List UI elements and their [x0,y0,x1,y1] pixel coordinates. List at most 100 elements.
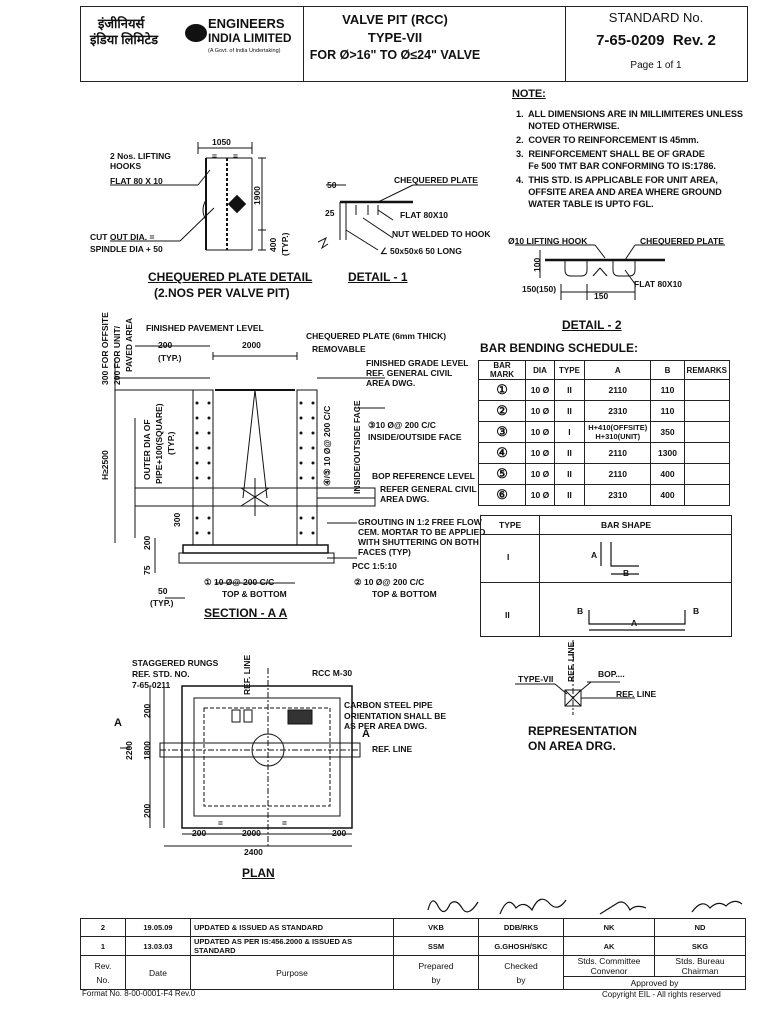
section-fgl-3: AREA DWG. [366,378,416,388]
dim-equal: = [212,151,217,161]
section-aa-drawing [114,345,385,599]
section-bar3: ③10 Ø@ 200 C/C [368,420,436,430]
bbs-col-type: TYPE [553,360,586,380]
bureau-1: Stds. Bureau [675,956,725,966]
plan-pipe-2: ORIENTATION SHALL BE [344,711,446,721]
section-dim-75: 75 [142,565,152,575]
bar-shape-table: TYPE BAR SHAPE I II A B B A B [480,515,732,637]
detail2-dim-100: 100 [532,257,542,272]
bbs-cell: 2110 [584,379,652,401]
chequered-caption-1: CHEQUERED PLATE DETAIL [148,270,313,284]
section-bop-3: AREA DWG. [380,494,430,504]
section-outer-3: (TYP.) [166,431,176,455]
dim-1050: 1050 [212,137,231,147]
section-paved: PAVED AREA [124,317,134,372]
section-grout-3: WITH SHUTTERING ON BOTH [358,537,479,547]
footer-format: Format No. 8-00-0001-F4 Rev.0 [82,989,196,998]
bbs-cell [683,463,731,485]
bbs-cell: 400 [650,484,685,506]
note-line: WATER TABLE IS UPTO FGL. [516,199,654,209]
by-label: by [431,974,441,985]
signature-checked [499,898,567,915]
rev-header-date: Date [125,955,191,990]
chequered-spindle: SPINDLE DIA + 50 [90,244,163,254]
notes-list: 1. ALL DIMENSIONS ARE IN MILLIMITERES UN… [516,108,756,210]
bbs-col-bar-mark: BAR MARK [477,360,527,380]
plan-eq: = [282,818,287,828]
bbs-cell: ② [477,400,527,422]
detail1-flat: FLAT 80X10 [400,210,449,220]
signature-chairman [691,900,743,913]
section-fgl-1: FINISHED GRADE LEVEL [366,358,469,368]
chequered-plate-drawing [110,142,266,251]
chequered-flat: FLAT 80 X 10 [110,176,163,186]
bbs-col-b: B [650,360,685,380]
section-caption: SECTION - A A [204,606,288,620]
detail-1-drawing [318,184,478,251]
plan-dim-2400: 2400 [244,847,263,857]
representation-drawing [515,640,635,715]
notes-heading: NOTE: [512,88,546,100]
section-bop-2: REFER GENERAL CIVIL [380,484,477,494]
bar-shape-drawing [588,542,686,631]
dim-equal: = [233,151,238,161]
dim-1900: 1900 [252,186,262,205]
bureau-2: Chairman [681,966,719,976]
bbs-cell: 350 [650,421,685,443]
detail2-dim-150-150: 150(150) [522,284,557,294]
detail1-dim-25: 25 [325,208,335,218]
rev-header-purpose: Purpose [190,955,394,990]
bbs-cell: 110 [650,400,685,422]
shape-divider [539,516,540,636]
section-offsite: 300 FOR OFFSITE [100,312,110,385]
bbs-cell: 2310 [584,484,652,506]
chequered-cutout: CUT OUT DIA. = [90,232,155,242]
note-line: 3. REINFORCEMENT SHALL BE OF GRADE [516,149,705,159]
bbs-title: BAR BENDING SCHEDULE: [480,341,639,355]
rev-cell: SKG [654,936,746,956]
bbs-cell [683,379,731,401]
section-outer-2: PIPE+100(SQUARE) [154,403,164,484]
detail1-chequered: CHEQUERED PLATE [394,175,478,185]
section-bar2: ② 10 Ø@ 200 C/C [354,577,425,587]
plan-dim-200: 200 [332,828,347,838]
rep-ref: REF. LINE [616,689,657,699]
dim-typ: (TYP.) [280,232,290,256]
section-unit: 200 FOR UNIT/ [112,325,122,385]
section-dim-200b: 200 [142,535,152,550]
bbs-header-row: BAR MARK DIA TYPE A B REMARKS [477,360,731,380]
shape-b-label: B [623,568,630,578]
shape-b-label: B [577,606,584,616]
bbs-cell: I [553,421,586,443]
detail1-dim-50: 50 [327,180,337,190]
signature-prepared [427,900,479,913]
eil-logo: इंजीनियर्स इंडिया लिमिटेड ENGINEERS INDI… [90,14,300,62]
shape-type-2: II [505,610,510,620]
detail1-angle: ∠ 50x50x6 50 LONG [380,246,462,256]
bbs-col-remarks: REMARKS [683,360,731,380]
bbs-cell: II [553,379,586,401]
plan-ref-line: REF. LINE [372,744,413,754]
section-outer-1: OUTER DIA OF [142,419,152,480]
chequered-hooks: HOOKS [110,161,142,171]
section-bar1b: TOP & BOTTOM [222,589,287,599]
no-label: No. [96,974,110,985]
title-1: VALVE PIT (RCC) [342,12,448,27]
bbs-cell [683,421,731,443]
shape-a-label: A [631,618,638,628]
rev-cell: UPDATED AS PER IS:456.2000 & ISSUED AS S… [190,936,394,956]
revision-block: 2 19.05.09 UPDATED & ISSUED AS STANDARD … [80,918,746,990]
plan-dim-200: 200 [192,828,207,838]
bbs-cell: ⑤ [477,463,527,485]
shape-a-label: A [591,550,598,560]
logo-hindi-2: इंडिया लिमिटेड [90,32,159,47]
standard-label: STANDARD No. [608,10,704,25]
plan-drawing [120,668,361,848]
signatures [427,898,743,915]
rev-cell: SSM [393,936,479,956]
rev-header-no: Rev.No. [80,955,126,990]
